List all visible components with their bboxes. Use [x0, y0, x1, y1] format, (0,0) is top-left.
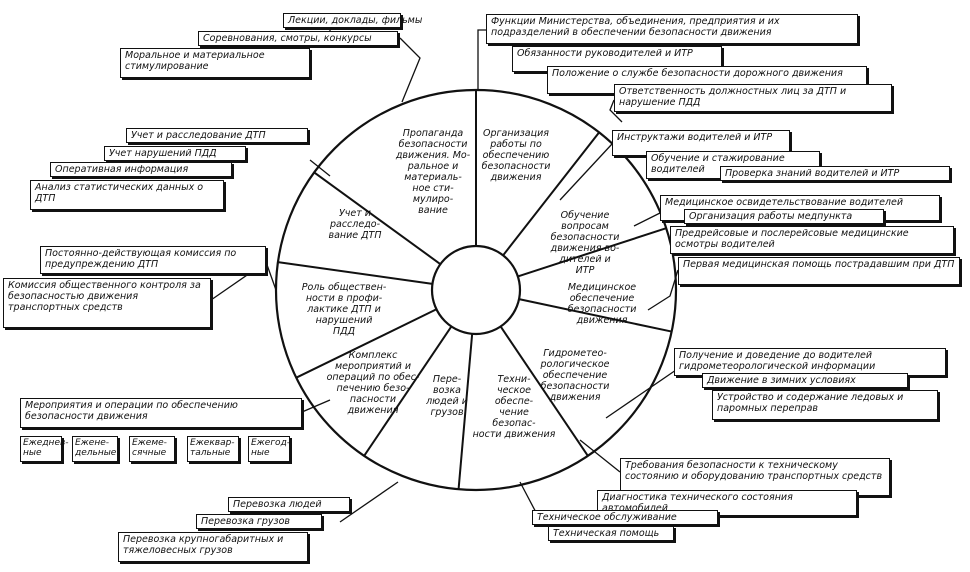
connector-6	[647, 269, 679, 311]
segment-accounting: Учет и расследо- вание ДТП	[328, 208, 382, 241]
box-standing-commission: Постоянно-действующая комиссия по предуп…	[40, 246, 266, 274]
connector-4	[559, 143, 613, 201]
freq-yearly: Ежегод- ные	[248, 436, 290, 462]
box-cargo-transport: Перевозка грузов	[196, 514, 322, 529]
connector-12	[265, 261, 277, 291]
box-measures: Мероприятия и операции по обеспечению бе…	[20, 398, 302, 428]
spoke-8	[277, 261, 433, 285]
segment-training: Обучение вопросам безопасности движения …	[550, 210, 620, 276]
freq-quarterly: Ежеквар- тальные	[187, 436, 239, 462]
box-first-aid: Первая медицинская помощь пострадавшим п…	[678, 257, 960, 285]
box-winter-driving: Движение в зимних условиях	[702, 373, 908, 388]
freq-monthly: Ежеме- сячные	[129, 436, 175, 462]
spoke-9	[313, 171, 441, 265]
spoke-4	[499, 325, 589, 457]
segment-medical: Медицинское обеспечение безопасности дви…	[567, 282, 637, 326]
connector-lines	[210, 22, 679, 523]
box-competitions: Соревнования, смотры, конкурсы	[198, 31, 398, 46]
box-tech-requirements: Требования безопасности к техническому с…	[620, 458, 890, 496]
spoke-2	[517, 227, 667, 278]
box-oversize-transport: Перевозка крупногабаритных и тяжеловесны…	[118, 532, 308, 562]
box-people-transport: Перевозка людей	[228, 497, 350, 512]
box-lectures: Лекции, доклады, фильмы	[283, 13, 422, 28]
box-maintenance: Техническое обслуживание	[532, 510, 718, 525]
freq-weekly: Ежене- дельные	[72, 436, 118, 462]
box-ministry-functions: Функции Министерства, объединения, предп…	[486, 14, 858, 44]
connector-3	[609, 99, 623, 123]
segment-organization: Организация работы по обеспечению безопа…	[481, 128, 551, 183]
box-weather-info: Получение и доведение до водителей гидро…	[674, 348, 946, 376]
segment-public: Роль обществен- ности в профи- лактике Д…	[301, 282, 387, 337]
segment-transport: Пере- возка людей и грузов	[426, 374, 468, 418]
freq-daily: Ежеднев- ные	[20, 436, 69, 462]
spokes	[277, 90, 672, 490]
box-officials-responsibility: Ответственность должностных лиц за ДТП и…	[614, 84, 892, 112]
connector-2	[477, 29, 486, 90]
connector-5	[633, 211, 663, 227]
connector-13	[309, 159, 331, 177]
inner-circle	[430, 244, 522, 336]
box-operational-info: Оперативная информация	[50, 162, 232, 177]
connector-8	[579, 439, 621, 473]
box-violations-record: Учет нарушений ПДД	[104, 146, 246, 161]
connector-7	[605, 369, 677, 419]
segment-hydromet: Гидрометео- рологическое обеспечение без…	[540, 348, 610, 403]
box-moral-incentives: Моральное и материальное стимулирование	[120, 48, 310, 78]
box-ice-crossings: Устройство и содержание ледовых и паромн…	[712, 390, 938, 420]
spoke-6	[363, 325, 453, 457]
spoke-3	[518, 298, 672, 333]
segment-technical: Техни- ческое обеспе- чение безопас- нос…	[472, 374, 556, 440]
box-accident-investigation: Учет и расследование ДТП	[126, 128, 308, 143]
box-statistics: Анализ статистических данных о ДТП	[30, 180, 224, 210]
box-tech-assistance: Техническая помощь	[548, 526, 674, 541]
segment-complex: Комплекс мероприятий и операций по обес-…	[326, 350, 420, 416]
box-pretrip-exams: Предрейсовые и послерейсовые медицинские…	[670, 226, 954, 254]
segment-propaganda: Пропаганда безопасности движения. Мо- ра…	[395, 128, 471, 216]
connector-10	[339, 481, 399, 523]
spoke-1	[502, 131, 600, 256]
spoke-5	[457, 333, 474, 490]
connector-11	[301, 399, 331, 413]
box-knowledge-check: Проверка знаний водителей и ИТР	[720, 166, 950, 181]
box-control-commission: Комиссия общественного контроля за безоп…	[3, 278, 211, 328]
spoke-7	[295, 308, 437, 379]
connector-1	[399, 37, 421, 103]
box-medpoint: Организация работы медпункта	[684, 209, 884, 224]
